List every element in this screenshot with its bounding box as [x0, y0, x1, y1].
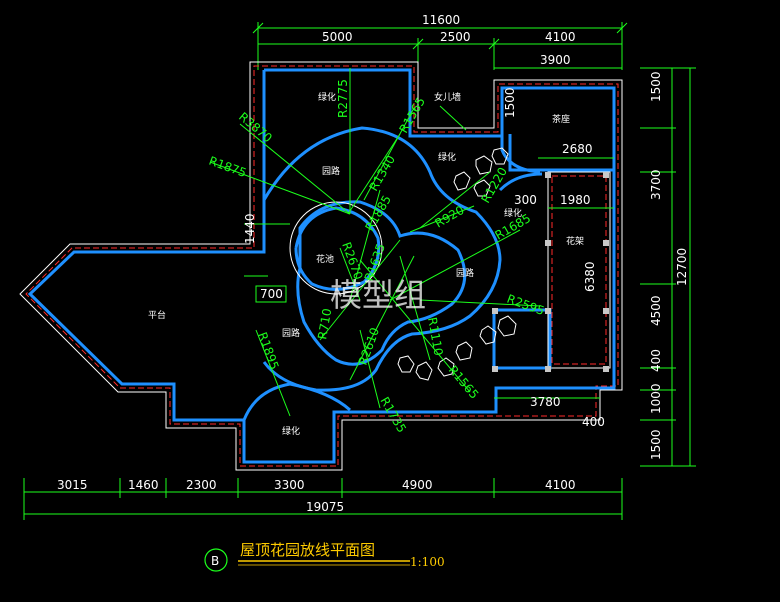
radius-label: R3870: [236, 110, 275, 146]
dim-right-1000: 1000: [649, 383, 663, 414]
dim-right-3700: 3700: [649, 169, 663, 200]
radius-label: R2775: [336, 79, 350, 118]
label-path-1: 园路: [322, 165, 340, 177]
radius-leaders: [209, 68, 541, 417]
drawing-scale: 1:100: [410, 555, 445, 569]
dim-300: 300: [514, 193, 537, 207]
planting-boundary: [27, 68, 616, 464]
drawing-title: 屋顶花园放线平面图: [240, 541, 375, 559]
radius-label: R2595: [505, 292, 546, 318]
dim-top-total: 11600: [422, 13, 460, 27]
radius-label: R1735: [377, 395, 409, 436]
label-terrace: 平台: [148, 309, 166, 321]
pergola: [492, 171, 611, 372]
dim-400b: 400: [582, 415, 605, 429]
title-block: B 屋顶花园放线平面图 1:100: [204, 541, 445, 572]
parapet-line: [25, 65, 619, 467]
roof-outline: [19, 61, 623, 471]
dim-b6: 4100: [545, 478, 576, 492]
dim-b4: 3300: [274, 478, 305, 492]
radius-label: R1340: [366, 153, 398, 194]
dim-b3: 2300: [186, 478, 217, 492]
label-greening-1: 绿化: [318, 91, 336, 103]
dim-right-1500b: 1500: [649, 429, 663, 460]
label-tea-seat: 茶座: [552, 113, 570, 125]
dim-top-c: 4100: [545, 30, 576, 44]
label-pond: 花池: [316, 253, 334, 265]
radius-label: R1895: [255, 330, 281, 371]
area-labels: 绿化 园路 绿化 绿化 女儿墙 茶座 花架 花池 园路 园路 绿化 平台: [148, 91, 584, 437]
dim-right-1500: 1500: [649, 71, 663, 102]
radius-label: R710: [315, 307, 334, 340]
dim-1980: 1980: [560, 193, 591, 207]
watermark: 模型组: [330, 276, 426, 314]
label-parapet: 女儿墙: [434, 91, 461, 103]
radius-label: R1875: [207, 154, 248, 180]
bottom-dimensions: 3015 1460 2300 3300 4900 4100 19075: [23, 478, 623, 520]
dim-right-400: 400: [649, 349, 663, 372]
marker-letter: B: [211, 554, 219, 568]
dim-b1: 3015: [57, 478, 88, 492]
dim-right-4500: 4500: [649, 295, 663, 326]
label-path-2: 园路: [456, 267, 474, 279]
label-pergola: 花架: [566, 235, 584, 247]
interior-dimensions: 2680 1980 300 1500 6380 3780 400 1440 70…: [243, 87, 614, 429]
dim-tea-inner: 2680: [562, 142, 593, 156]
top-dimensions: 11600 5000 2500 4100 3900: [252, 13, 628, 70]
dim-700: 700: [260, 287, 283, 301]
section-marker: [204, 548, 228, 572]
dim-tea-width: 3900: [540, 53, 571, 67]
dim-right-total: 12700: [675, 248, 689, 286]
dim-3780: 3780: [530, 395, 561, 409]
label-path-3: 园路: [282, 327, 300, 339]
radius-label: R1565: [446, 363, 482, 402]
radius-label: R920: [433, 203, 467, 231]
radius-label: R2610: [356, 326, 382, 367]
label-greening-4: 绿化: [282, 425, 300, 437]
dim-b2: 1460: [128, 478, 159, 492]
dim-b5: 4900: [402, 478, 433, 492]
dim-top-b: 2500: [440, 30, 471, 44]
dim-bottom-total: 19075: [306, 500, 344, 514]
garden-path: [242, 126, 543, 421]
dim-1500v: 1500: [503, 87, 517, 118]
dim-top-a: 5000: [322, 30, 353, 44]
label-greening-3: 绿化: [504, 207, 522, 219]
radius-labels: R2775 R1565 R3870 R1340 R1875 R1885 R122…: [207, 79, 546, 435]
dim-1440: 1440: [243, 213, 257, 244]
radius-label: R1885: [362, 193, 394, 234]
radius-label: R1110: [425, 316, 446, 357]
radius-label: R1565: [396, 95, 428, 136]
dim-pergola-6380: 6380: [583, 261, 597, 292]
label-greening-2: 绿化: [438, 151, 456, 163]
right-dimensions: 1500 3700 4500 400 1000 1500 12700: [640, 67, 696, 467]
